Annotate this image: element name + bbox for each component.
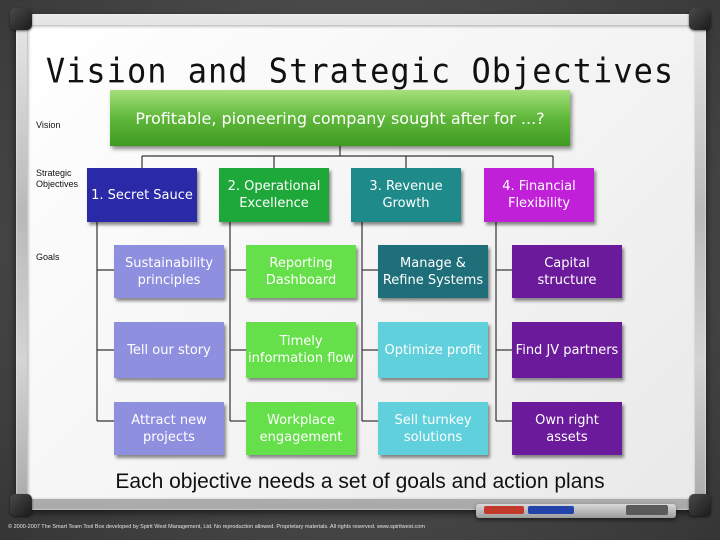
page-title: Vision and Strategic Objectives xyxy=(45,51,675,91)
goal-timely-information-flow: Timely information flow xyxy=(246,322,356,378)
objective-box-secret-sauce: 1. Secret Sauce xyxy=(87,168,197,222)
goal-manage-refine-systems: Manage & Refine Systems xyxy=(378,245,488,298)
goal-capital-structure: Capital structure xyxy=(512,245,622,298)
goal-tell-our-story: Tell our story xyxy=(114,322,224,378)
frame-corner-bottom-left xyxy=(10,494,32,516)
objective-box-operational-excellence: 2. Operational Excellence xyxy=(219,168,329,222)
footer-caption: Each objective needs a set of goals and … xyxy=(115,470,605,493)
vision-label: Vision xyxy=(36,120,61,130)
goal-sustainability-principles: Sustainability principles xyxy=(114,245,224,298)
frame-corner-top-right xyxy=(689,8,711,30)
goal-find-jv-partners: Find JV partners xyxy=(512,322,622,378)
goal-sell-turnkey-solutions: Sell turnkey solutions xyxy=(378,402,488,455)
eraser xyxy=(626,505,668,515)
goal-own-right-assets: Own right assets xyxy=(512,402,622,455)
blue-marker xyxy=(528,506,574,514)
vision-box: Profitable, pioneering company sought af… xyxy=(110,90,570,146)
objective-box-financial-flexibility: 4. Financial Flexibility xyxy=(484,168,594,222)
goal-reporting-dashboard: Reporting Dashboard xyxy=(246,245,356,298)
goals-label: Goals xyxy=(36,252,60,262)
goal-workplace-engagement: Workplace engagement xyxy=(246,402,356,455)
objective-box-revenue-growth: 3. Revenue Growth xyxy=(351,168,461,222)
goal-attract-new-projects: Attract new projects xyxy=(114,402,224,455)
strategic-objectives-label: Strategic Objectives xyxy=(36,168,79,189)
frame-corner-top-left xyxy=(10,8,32,30)
marker-tray xyxy=(476,504,676,518)
copyright-notice: © 2000-2007 The Smart Team Tool Box deve… xyxy=(8,524,425,530)
red-marker xyxy=(484,506,524,514)
frame-corner-bottom-right xyxy=(689,494,711,516)
goal-optimize-profit: Optimize profit xyxy=(378,322,488,378)
